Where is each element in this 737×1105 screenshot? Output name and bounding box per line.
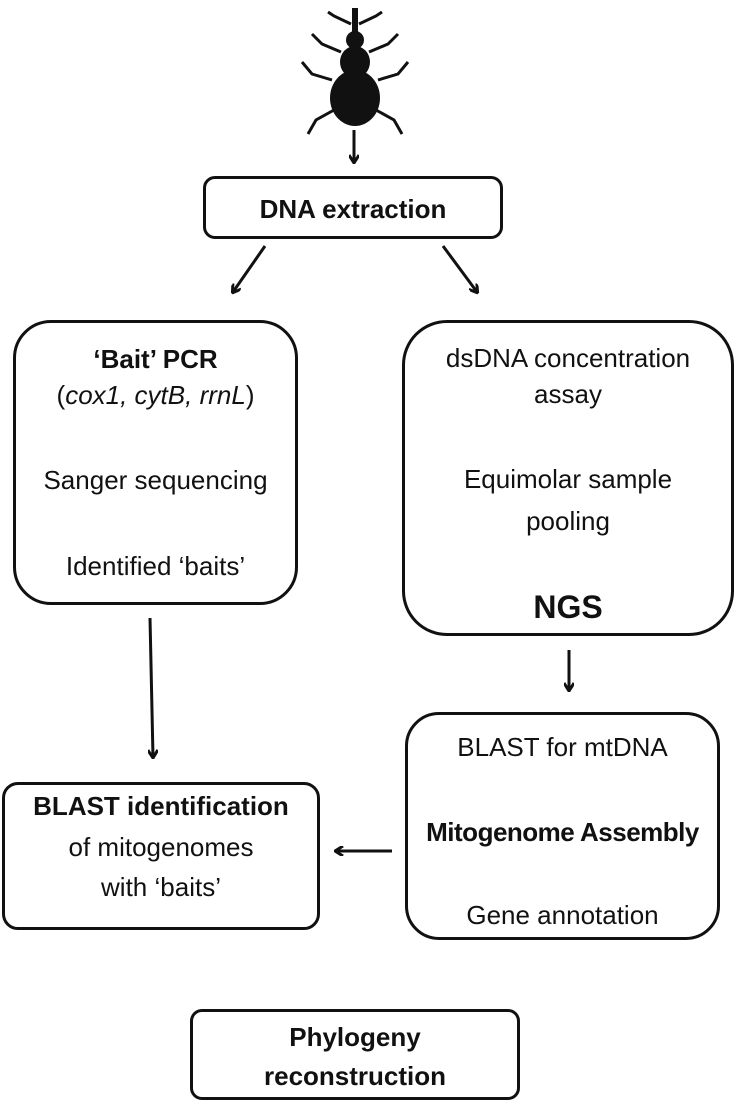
blast-mtdna-label: BLAST for mtDNA <box>457 732 668 762</box>
gene-annotation-label: Gene annotation <box>466 900 659 930</box>
weevil-icon <box>300 8 410 135</box>
blast-id-line1: BLAST identification <box>33 791 289 821</box>
assay-line1: dsDNA concentration <box>445 343 691 373</box>
bait-pcr-title: ‘Bait’ PCR <box>93 344 218 374</box>
bait-pcr-box: ‘Bait’ PCR (cox1, cytB, rrnL) Sanger seq… <box>13 320 298 605</box>
bait-genes-line: (cox1, cytB, rrnL) <box>56 380 255 410</box>
phylogeny-line1: Phylogeny <box>289 1022 421 1052</box>
blast-id-line2: of mitogenomes <box>68 832 254 862</box>
phylogeny-line2: reconstruction <box>263 1061 447 1091</box>
ngs-label: NGS <box>533 589 603 625</box>
blast-id-line3: with ‘baits’ <box>101 872 221 902</box>
ngs-prep-box: dsDNA concentration assay Equimolar samp… <box>402 320 734 636</box>
assay-line2: assay <box>534 379 602 409</box>
arrow-bait-to-blast-id <box>150 617 153 757</box>
bait-genes: cox1, cytB, rrnL <box>65 380 246 410</box>
assembly-box: BLAST for mtDNA Mitogenome Assembly Gene… <box>405 712 720 940</box>
arrow-dna-to-bait <box>233 245 267 292</box>
mitogenome-assembly-label: Mitogenome Assembly <box>426 817 699 847</box>
pooling-line2: pooling <box>526 506 610 536</box>
blast-identification-box: BLAST identification of mitogenomes with… <box>2 782 320 930</box>
sanger-sequencing-label: Sanger sequencing <box>43 465 268 495</box>
dna-extraction-label: DNA extraction <box>259 194 447 224</box>
dna-extraction-box: DNA extraction <box>203 176 503 239</box>
identified-baits-label: Identified ‘baits’ <box>65 551 246 581</box>
pooling-line1: Equimolar sample <box>463 464 673 494</box>
arrow-dna-to-assay <box>441 245 477 292</box>
phylogeny-box: Phylogeny reconstruction <box>190 1009 520 1100</box>
